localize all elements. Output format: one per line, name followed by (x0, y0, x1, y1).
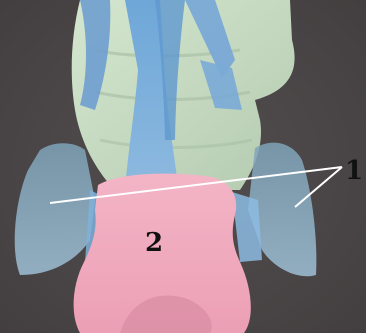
label-two: 2 (145, 230, 163, 256)
label-one: 1 (345, 158, 363, 184)
